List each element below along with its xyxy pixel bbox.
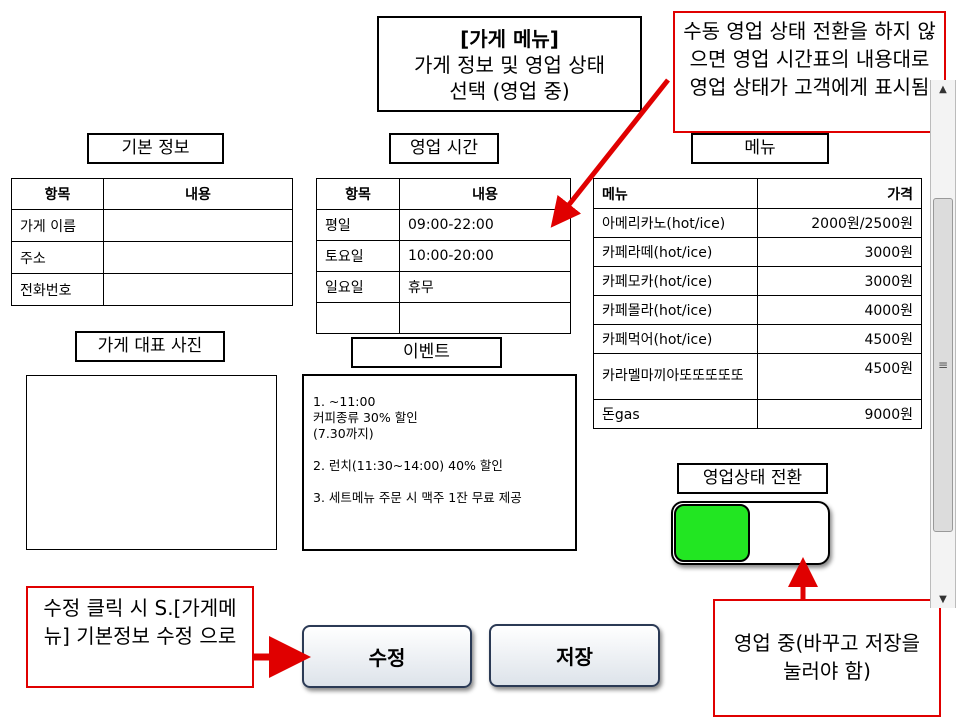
menu-item-price: 3000원 xyxy=(757,237,922,267)
arrow-to-hours-icon xyxy=(550,78,670,228)
menu-item-price: 9000원 xyxy=(757,399,922,429)
event-list: 1. ~11:00 커피종류 30% 할인 (7.30까지) 2. 런치(11:… xyxy=(302,374,577,551)
column-header: 메뉴 xyxy=(593,178,758,209)
table-row: 카페라떼(hot/ice) 3000원 xyxy=(593,237,922,267)
column-header: 항목 xyxy=(11,178,104,210)
table-row: 카라멜마끼아또또또또또 4500원 xyxy=(593,353,922,400)
annotation-manual-status-note: 수동 영업 상태 전환을 하지 않으면 영업 시간표의 내용대로 영업 상태가 … xyxy=(673,11,946,133)
vertical-scrollbar[interactable]: ▲ ≡ ▼ xyxy=(930,80,956,608)
menu-item-price: 2000원/2500원 xyxy=(757,208,922,238)
menu-item-price: 3000원 xyxy=(757,266,922,296)
table-header-row: 메뉴 가격 xyxy=(593,178,922,209)
event-item: 1. ~11:00 커피종류 30% 할인 (7.30까지) xyxy=(313,394,418,441)
table-header-row: 항목 내용 xyxy=(316,178,571,210)
section-label-business-hours: 영업 시간 xyxy=(389,133,499,164)
day-label: 평일 xyxy=(316,209,400,241)
menu-item-price: 4500원 xyxy=(757,324,922,354)
event-item: 2. 런치(11:30~14:00) 40% 할인 xyxy=(313,458,503,473)
column-header: 항목 xyxy=(316,178,400,210)
edit-button[interactable]: 수정 xyxy=(302,625,472,688)
phone-field[interactable] xyxy=(103,273,293,306)
page-title: [가게 메뉴] xyxy=(460,27,559,51)
menu-item-price: 4500원 xyxy=(757,353,922,400)
event-item: 3. 세트메뉴 주문 시 맥주 1잔 무료 제공 xyxy=(313,490,522,505)
annotation-edit-note: 수정 클릭 시 S.[가게메뉴] 기본정보 수정 으로 xyxy=(26,586,254,688)
section-label-photo: 가게 대표 사진 xyxy=(75,331,225,362)
scroll-down-arrow-icon[interactable]: ▼ xyxy=(939,593,947,605)
store-photo-area[interactable] xyxy=(26,375,277,550)
table-row: 아메리카노(hot/ice) 2000원/2500원 xyxy=(593,208,922,238)
menu-item-name: 카페라떼(hot/ice) xyxy=(593,237,758,267)
table-row: 돈gas 9000원 xyxy=(593,399,922,429)
annotation-status-note: 영업 중(바꾸고 저장을 눌러야 함) xyxy=(713,599,941,717)
save-button[interactable]: 저장 xyxy=(489,624,660,687)
table-row xyxy=(316,302,571,334)
section-label-event: 이벤트 xyxy=(351,337,502,368)
address-field[interactable] xyxy=(103,241,293,274)
hours-value: 09:00-22:00 xyxy=(399,209,571,241)
page-subtitle-line2: 선택 (영업 중) xyxy=(449,79,570,103)
column-header: 가격 xyxy=(757,178,922,209)
table-row: 주소 xyxy=(11,241,293,274)
section-label-status-toggle: 영업상태 전환 xyxy=(677,463,828,494)
page-subtitle-line1: 가게 정보 및 영업 상태 xyxy=(413,53,606,77)
section-label-menu: 메뉴 xyxy=(691,133,829,164)
menu-item-name: 카페먹어(hot/ice) xyxy=(593,324,758,354)
page-title-box: [가게 메뉴] 가게 정보 및 영업 상태 선택 (영업 중) xyxy=(377,16,642,112)
row-label: 전화번호 xyxy=(11,273,104,306)
menu-item-name: 돈gas xyxy=(593,399,758,429)
table-row: 평일 09:00-22:00 xyxy=(316,209,571,241)
menu-item-name: 카라멜마끼아또또또또또 xyxy=(593,353,758,400)
scroll-up-arrow-icon[interactable]: ▲ xyxy=(939,83,947,95)
business-hours-table: 항목 내용 평일 09:00-22:00 토요일 10:00-20:00 일요일… xyxy=(316,178,571,334)
menu-item-price: 4000원 xyxy=(757,295,922,325)
table-row: 카페몰라(hot/ice) 4000원 xyxy=(593,295,922,325)
row-label: 가게 이름 xyxy=(11,209,104,242)
table-row: 전화번호 xyxy=(11,273,293,306)
hours-value xyxy=(399,302,571,334)
section-label-basic-info: 기본 정보 xyxy=(87,133,224,164)
scrollbar-thumb[interactable]: ≡ xyxy=(933,198,953,532)
hours-value: 휴무 xyxy=(399,271,571,303)
business-status-toggle[interactable] xyxy=(671,501,830,565)
menu-table: 메뉴 가격 아메리카노(hot/ice) 2000원/2500원 카페라떼(ho… xyxy=(593,178,922,429)
basic-info-table: 항목 내용 가게 이름 주소 전화번호 xyxy=(11,178,293,306)
toggle-knob-on xyxy=(674,504,750,562)
table-row: 카페먹어(hot/ice) 4500원 xyxy=(593,324,922,354)
